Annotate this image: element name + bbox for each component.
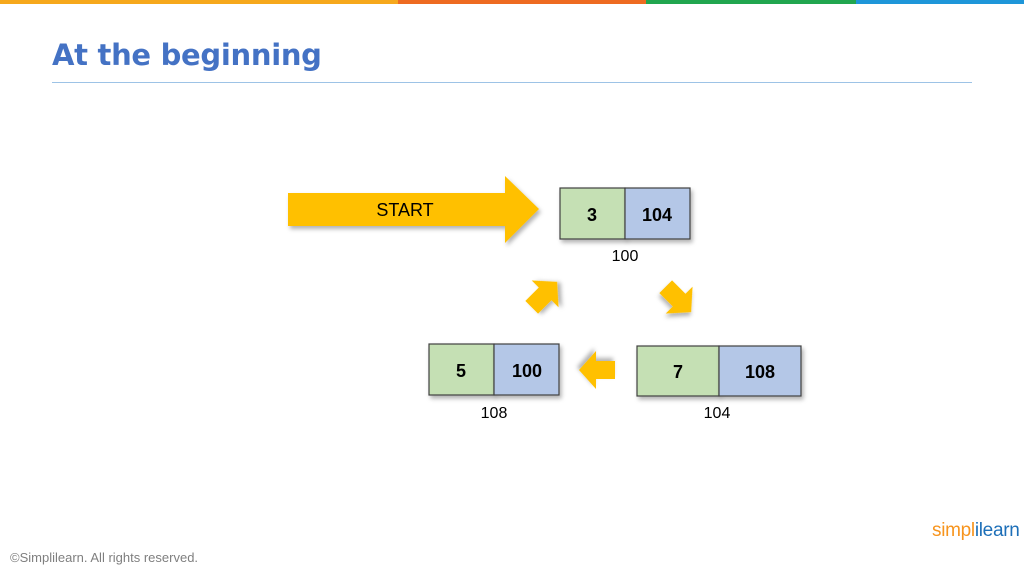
node-3-next: 100	[512, 361, 542, 381]
node-1-next: 104	[642, 205, 672, 225]
logo-part-2: ilearn	[974, 520, 1020, 541]
node-3-data-cell	[428, 343, 495, 396]
simplilearn-logo: simplilearn	[932, 520, 1020, 542]
node-3-address: 108	[481, 405, 508, 422]
node-1-pointer-cell	[624, 187, 691, 240]
top-bar-segment-green	[646, 0, 856, 4]
node-1-address: 100	[612, 248, 639, 265]
start-label: START	[376, 200, 433, 220]
node-1-data-cell	[559, 187, 626, 240]
node-1-data: 3	[587, 205, 597, 225]
node-2-address: 104	[704, 405, 731, 422]
arrow-node2-to-node3	[579, 351, 615, 389]
top-bar-segment-orange	[0, 0, 398, 4]
node-3-data: 5	[456, 361, 466, 381]
copyright-text: ©Simplilearn. All rights reserved.	[10, 550, 199, 565]
start-arrow: START	[288, 176, 539, 243]
node-2-data: 7	[673, 362, 683, 382]
title-underline	[52, 82, 972, 83]
node-2: 7 108 104	[636, 345, 802, 422]
node-2-next: 108	[745, 362, 775, 382]
node-3-pointer-cell	[493, 343, 560, 396]
node-2-data-cell	[636, 345, 720, 397]
top-bar-segment-blue	[856, 0, 1024, 4]
top-color-bar	[0, 0, 1024, 4]
top-bar-segment-red	[398, 0, 646, 4]
arrow-node1-to-node2	[652, 273, 705, 326]
node-1: 3 104 100	[559, 187, 691, 265]
logo-part-1: simpl	[932, 520, 975, 541]
node-3: 5 100 108	[428, 343, 560, 422]
node-2-pointer-cell	[718, 345, 802, 397]
arrow-node3-to-node1	[518, 268, 571, 321]
slide-title: At the beginning	[52, 38, 322, 72]
